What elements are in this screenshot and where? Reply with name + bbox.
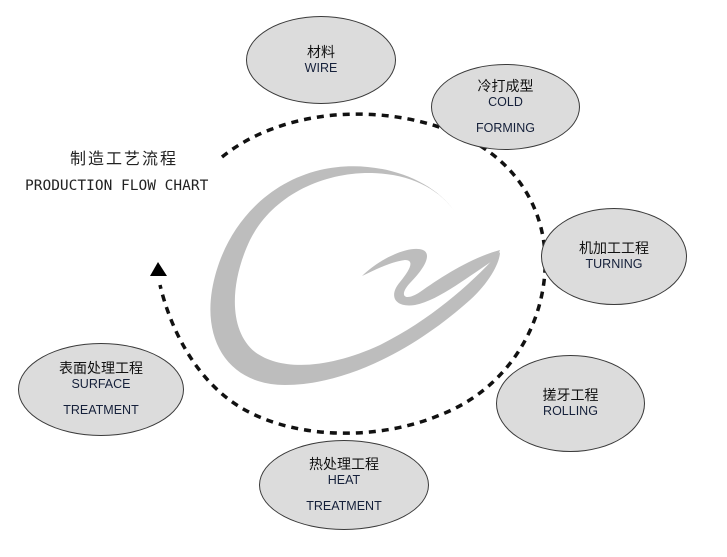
- step-label-en: TURNING: [585, 257, 643, 271]
- step-node-wire: 材料 WIRE: [246, 16, 396, 104]
- flow-connector-path: [158, 112, 547, 435]
- step-label-zh: 机加工工程: [579, 241, 649, 257]
- step-label-zh: 冷打成型: [477, 78, 534, 95]
- step-label-en: ROLLING: [543, 404, 598, 418]
- step-node-surface-treatment: 表面处理工程 SURFACE TREATMENT: [18, 343, 184, 436]
- step-label-en: COLD: [488, 94, 523, 109]
- logo-y-stroke: [362, 248, 500, 306]
- logo-c-stroke: [210, 166, 501, 385]
- chart-title-zh: 制造工艺流程: [70, 149, 179, 168]
- chart-title-en: PRODUCTION FLOW CHART: [25, 178, 209, 194]
- step-label-en-line2: FORMING: [475, 120, 536, 135]
- step-label-en: HEAT: [327, 472, 361, 487]
- step-label-zh: 表面处理工程: [59, 361, 143, 377]
- step-label-zh: 搓牙工程: [542, 388, 599, 404]
- step-label-zh: 热处理工程: [309, 456, 379, 473]
- flow-arrow-icon: [150, 262, 167, 276]
- step-label-en-line2: TREATMENT: [306, 498, 382, 513]
- step-node-heat-treatment: 热处理工程 HEAT TREATMENT: [259, 440, 429, 530]
- step-label-en: WIRE: [304, 60, 338, 75]
- step-node-turning: 机加工工程 TURNING: [541, 208, 687, 305]
- step-label-en-line2: TREATMENT: [63, 403, 139, 417]
- step-node-rolling: 搓牙工程 ROLLING: [496, 355, 645, 452]
- cy-logo-icon: [210, 166, 501, 385]
- step-label-en: SURFACE: [71, 377, 131, 391]
- step-label-zh: 材料: [307, 44, 335, 61]
- step-node-cold-forming: 冷打成型 COLD FORMING: [431, 64, 580, 150]
